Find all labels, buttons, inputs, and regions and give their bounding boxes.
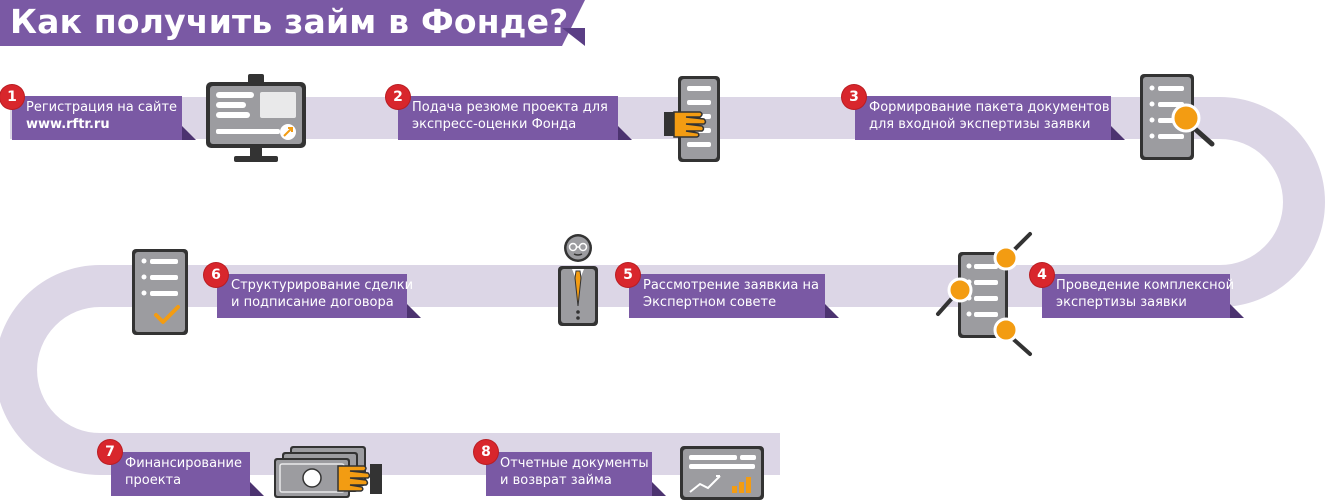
document-magnifier-icon <box>1140 74 1215 160</box>
step-3-label-fold <box>1111 126 1125 140</box>
step-8-label-fold <box>652 482 666 496</box>
step-5-label: Рассмотрение заявкиа на Экспертном совет… <box>629 274 825 318</box>
step-6-label: Структурирование сделки и подписание дог… <box>217 274 414 318</box>
step-6-badge: 6 <box>204 263 228 287</box>
page-title: Как получить займ в Фонде? <box>10 2 569 41</box>
document-with-hand-icon <box>664 76 720 162</box>
step-1-text-line-1: Регистрация на сайте <box>26 100 178 115</box>
step-6-text-line-2: и подписание договора <box>231 295 394 310</box>
step-1-label: Регистрация на сайте www.rftr.ru <box>12 96 182 140</box>
step-6-label-fold <box>407 304 421 318</box>
step-7-text-line-1: Финансирование <box>125 456 242 471</box>
step-8-label: Отчетные документы и возврат займа <box>486 452 652 496</box>
document-multiple-magnifiers-icon <box>936 232 1032 356</box>
step-5-text-line-2: Экспертном совете <box>643 295 777 310</box>
step-1-label-fold <box>182 126 196 140</box>
step-4-label: Проведение комплексной экспертизы заявки <box>1042 274 1235 318</box>
step-1-badge: 1 <box>0 85 24 109</box>
step-8-badge: 8 <box>474 440 498 464</box>
expert-person-icon <box>558 234 598 326</box>
step-3-text-line-1: Формирование пакета документов <box>869 100 1110 115</box>
step-8-text-line-2: и возврат займа <box>500 473 612 488</box>
title-banner <box>0 0 585 46</box>
step-3-text-line-2: для входной экспертизы заявки <box>869 117 1091 132</box>
step-7-label-fold <box>250 482 264 496</box>
step-4-badge: 4 <box>1030 263 1054 287</box>
step-2-label: Подача резюме проекта для экспресс-оценк… <box>398 96 618 140</box>
step-8-text-line-1: Отчетные документы <box>500 456 649 471</box>
monitor-icon <box>206 74 306 162</box>
step-2-badge: 2 <box>386 85 410 109</box>
report-charts-icon <box>680 446 764 500</box>
step-5-text-line-1: Рассмотрение заявкиа на <box>643 278 819 293</box>
step-7-text-line-2: проекта <box>125 473 182 488</box>
banknotes-with-hand-icon <box>274 446 382 498</box>
step-5-badge: 5 <box>616 263 640 287</box>
step-4-label-fold <box>1230 304 1244 318</box>
step-4-text-line-1: Проведение комплексной <box>1056 278 1235 293</box>
step-5-label-fold <box>825 304 839 318</box>
step-2-text-line-1: Подача резюме проекта для <box>412 100 608 115</box>
step-1-text-line-2: www.rftr.ru <box>26 117 110 132</box>
step-2-text-line-2: экспресс-оценки Фонда <box>412 117 577 132</box>
step-7-badge: 7 <box>98 440 122 464</box>
step-2-label-fold <box>618 126 632 140</box>
step-3-badge: 3 <box>842 85 866 109</box>
step-4-text-line-2: экспертизы заявки <box>1056 295 1187 310</box>
document-checkmark-icon <box>132 249 188 335</box>
step-3-label: Формирование пакета документов для входн… <box>855 96 1111 140</box>
step-6-text-line-1: Структурирование сделки <box>231 278 414 293</box>
step-7-label: Финансирование проекта <box>111 452 250 496</box>
